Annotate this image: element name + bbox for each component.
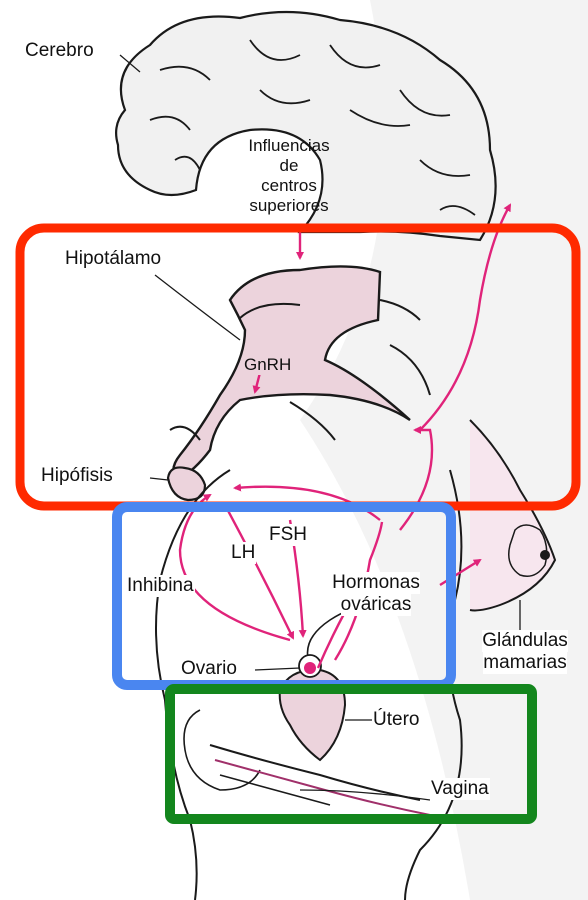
label-ovario: Ovario [180,658,238,680]
label-hipotalamo: Hipotálamo [64,248,162,270]
label-inhibina: Inhibina [126,575,195,597]
label-glandulas: Glándulas mamarias [462,630,588,674]
label-utero: Útero [372,709,420,731]
label-influencias-line-4: superiores [229,196,349,216]
label-glandulas-line-2: mamarias [483,652,566,674]
label-influencias: Influencias de centros superiores [228,136,350,216]
label-vagina: Vagina [430,778,490,800]
label-cerebro: Cerebro [24,40,95,62]
label-glandulas-line-1: Glándulas [482,630,568,652]
label-gnrh: GnRH [243,355,292,375]
label-influencias-line-1: Influencias [229,136,349,156]
label-lh: LH [230,542,256,564]
arrow-inhibina [180,495,290,640]
label-influencias-line-3: centros [229,176,349,196]
label-hipofisis: Hipófisis [40,465,114,487]
arrow-to-uterus [318,612,345,668]
label-hormonas-line-1: Hormonas [332,572,420,594]
label-hormonas: Hormonas ováricas [310,572,442,616]
label-fsh: FSH [268,524,308,546]
label-hormonas-line-2: ováricas [341,594,412,616]
label-influencias-line-2: de [229,156,349,176]
